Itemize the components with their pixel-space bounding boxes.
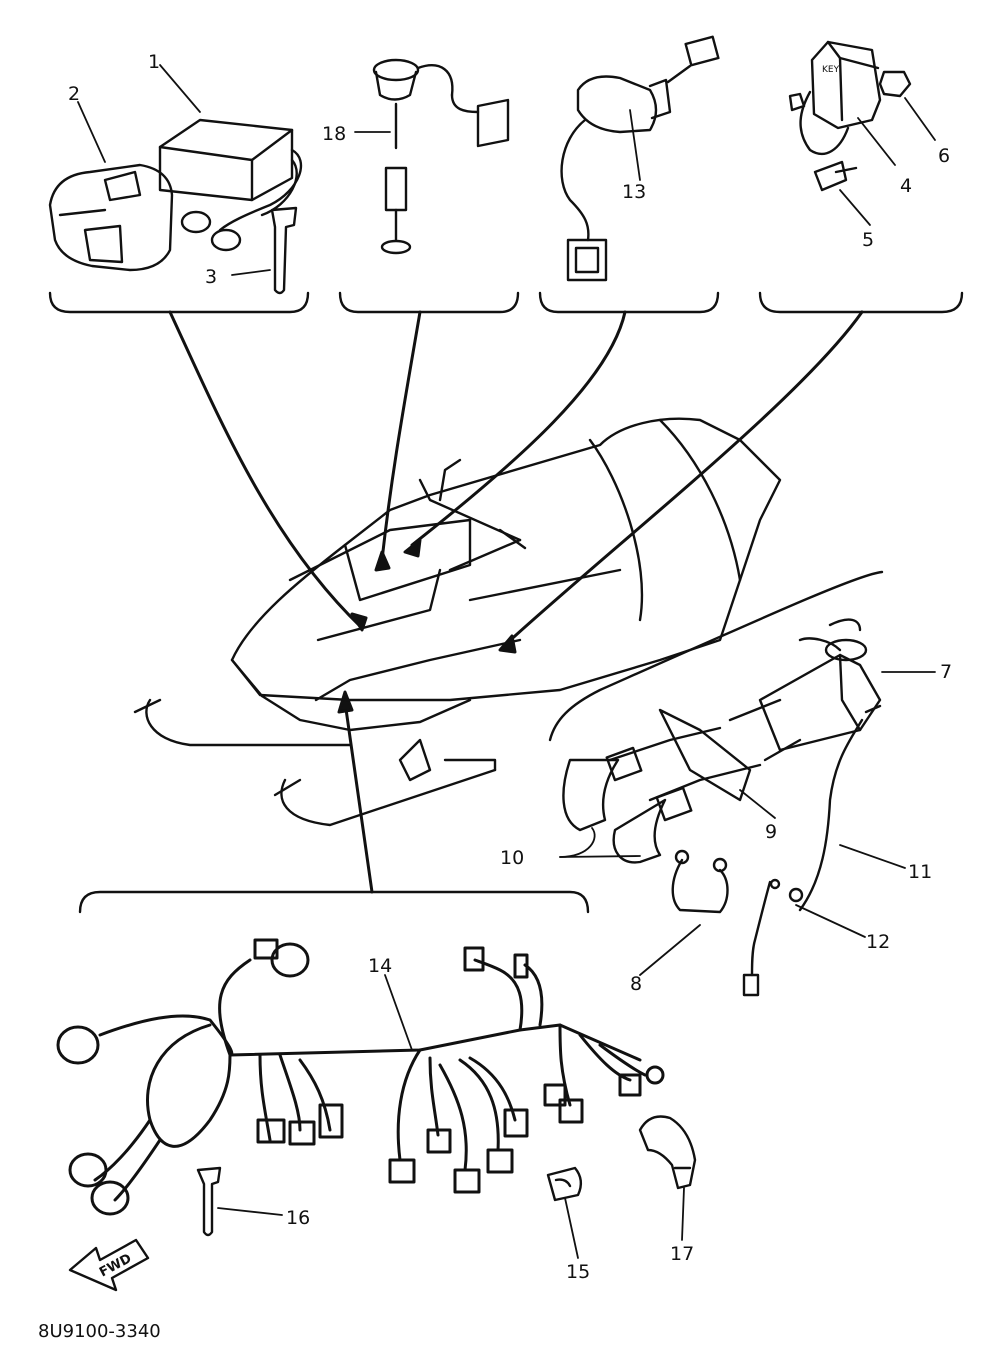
callout-labels: 1 2 3 4 5 6 7 8 9 10 11 12 13 14 15 16 1… [68,51,952,1283]
callout-17: 17 [670,1243,694,1265]
callout-2: 2 [68,83,80,105]
callout-8: 8 [630,973,642,995]
callout-16: 16 [286,1207,310,1229]
callout-leaders [77,64,936,1259]
callout-18: 18 [322,123,346,145]
harness-bracket [78,890,590,914]
callout-7: 7 [940,661,952,683]
callout-3: 3 [205,266,217,288]
holder-17 [638,1115,697,1190]
cable-tie-16 [196,1166,222,1237]
callout-13: 13 [622,181,646,203]
callout-5: 5 [862,229,874,251]
rubber-cover [48,163,174,272]
wire-harness [56,938,665,1216]
ignition-coil [562,618,882,997]
callout-6: 6 [938,145,950,167]
callout-10: 10 [500,847,524,869]
callout-4: 4 [900,175,912,197]
key-tag-text: KEY [822,65,840,75]
callout-15: 15 [566,1261,590,1283]
fwd-arrow-icon [68,1238,150,1292]
callout-12: 12 [866,931,890,953]
callout-11: 11 [908,861,932,883]
callout-14: 14 [368,955,392,977]
callout-9: 9 [765,821,777,843]
cdi-unit [158,118,303,252]
key-box [788,40,912,192]
main-switch [560,35,720,282]
diagram-code: 8U9100-3340 [38,1321,161,1342]
clamp-15 [546,1166,583,1202]
snowmobile-body [133,417,782,827]
stop-switch-cable [372,58,510,255]
coil-group-bracket [548,570,884,742]
group-bracket-left [48,291,964,314]
cable-tie-3 [270,206,298,295]
callout-1: 1 [148,51,160,73]
